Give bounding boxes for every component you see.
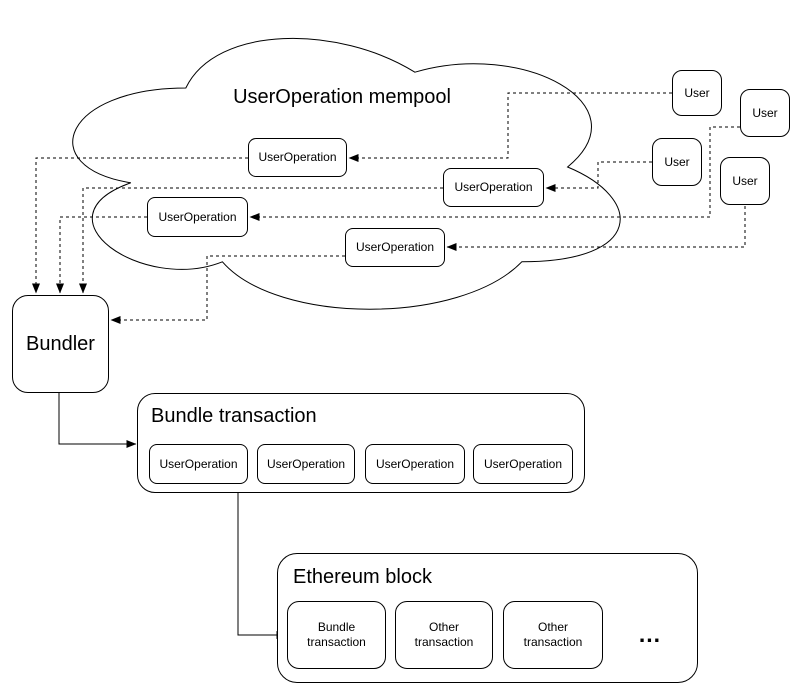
user-box-2: User: [740, 89, 790, 137]
edge-user3-to-userop2: [545, 161, 652, 192]
block-transaction-1: Bundle transaction: [287, 601, 386, 669]
mempool-userop-2: UserOperation: [443, 168, 544, 207]
user-box-3: User: [652, 138, 702, 186]
mempool-userop-4: UserOperation: [345, 228, 445, 267]
user-box-4: User: [720, 157, 770, 205]
edge-userop4-to-bundler: [110, 255, 345, 324]
block-transaction-3: Other transaction: [503, 601, 603, 669]
bundle-userop-4: UserOperation: [473, 444, 573, 484]
more-transactions-ellipsis: ...: [638, 620, 662, 647]
edge-user2-to-userop3: [249, 126, 740, 221]
user-box-1: User: [672, 70, 722, 116]
edge-user1-to-userop1: [348, 92, 672, 162]
edge-userop2-to-bundler: [79, 187, 443, 294]
edge-userop1-to-bundler: [32, 157, 248, 294]
edge-bundler-to-bundle-transaction: [58, 393, 137, 448]
bundle-userop-1: UserOperation: [149, 444, 248, 484]
mempool-userop-3: UserOperation: [147, 197, 248, 237]
bundle-userop-2: UserOperation: [257, 444, 355, 484]
mempool-userop-1: UserOperation: [248, 138, 347, 177]
bundle-userop-3: UserOperation: [365, 444, 465, 484]
block-transaction-2: Other transaction: [395, 601, 493, 669]
bundle-transaction-title: Bundle transaction: [151, 405, 317, 427]
edge-userop3-to-bundler: [56, 216, 147, 294]
edge-bundle-transaction-to-block: [237, 493, 287, 639]
ethereum-block-title: Ethereum block: [293, 566, 432, 588]
bundler-box: Bundler: [12, 295, 109, 393]
edge-user4-to-userop4: [446, 206, 746, 251]
mempool-cloud-shape: [72, 37, 621, 310]
mempool-title: UserOperation mempool: [233, 86, 451, 108]
